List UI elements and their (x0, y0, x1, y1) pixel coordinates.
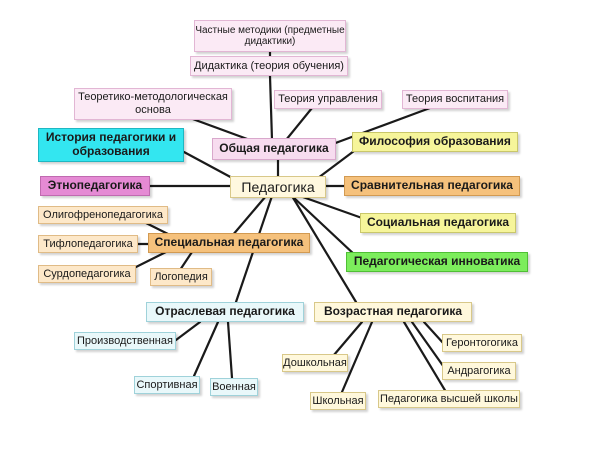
node-general: Общая педагогика (212, 138, 336, 160)
node-theory-methodology: Теоретико-методологическая основа (74, 88, 232, 120)
node-center-pedagogy: Педагогика (230, 176, 326, 198)
node-special: Специальная педагогика (148, 233, 310, 253)
link-school-age (340, 320, 374, 394)
node-logopedia: Логопедия (150, 268, 212, 286)
link-management-general (284, 106, 314, 142)
node-andragogy: Андрагогика (442, 362, 516, 380)
link-theory-general (188, 116, 252, 142)
node-higher-school: Педагогика высшей школы (378, 390, 520, 408)
link-age-center (290, 194, 358, 304)
node-social: Социальная педагогика (360, 213, 516, 233)
link-higher-age (402, 320, 448, 394)
node-comparative: Сравнительная педагогика (344, 176, 520, 196)
link-didactics-general (268, 74, 274, 142)
link-special-center (230, 194, 268, 238)
link-innovatics-center (290, 194, 358, 258)
node-industrial: Производственная (74, 332, 176, 350)
link-surdo-special (128, 248, 172, 272)
node-school: Школьная (310, 392, 366, 410)
link-upbringing-general (320, 106, 432, 150)
link-andragogy-age (410, 320, 448, 372)
link-history-center (182, 150, 238, 182)
node-gerontogogy: Геронтогогика (442, 334, 522, 352)
node-oligophreno: Олигофренопедагогика (38, 206, 168, 224)
node-private-methods: Частные методики (предметные дидактики) (194, 20, 346, 52)
node-innovatics: Педагогическая инноватика (346, 252, 528, 272)
link-philosophy-center (316, 146, 360, 180)
link-industrial-sectoral (174, 320, 202, 342)
link-geronto-age (422, 320, 446, 346)
node-tiflo: Тифлопедагогика (38, 235, 138, 253)
link-sports-sectoral (192, 320, 220, 378)
node-didactics: Дидактика (теория обучения) (190, 56, 348, 76)
node-history: История педагогики и образования (38, 128, 184, 162)
link-military-sectoral (226, 320, 234, 380)
node-surdo: Сурдопедагогика (38, 265, 136, 283)
node-sectoral: Отраслевая педагогика (146, 302, 304, 322)
node-preschool: Дошкольная (282, 354, 348, 372)
link-social-center (298, 194, 364, 220)
node-age: Возрастная педагогика (314, 302, 472, 322)
link-logopedia-special (178, 250, 194, 272)
node-upbringing-theory: Теория воспитания (402, 90, 508, 109)
node-management-theory: Теория управления (274, 90, 382, 109)
node-ethno: Этнопедагогика (40, 176, 150, 196)
node-sports: Спортивная (134, 376, 200, 394)
node-military: Военная (210, 378, 258, 396)
node-philosophy: Философия образования (352, 132, 518, 152)
